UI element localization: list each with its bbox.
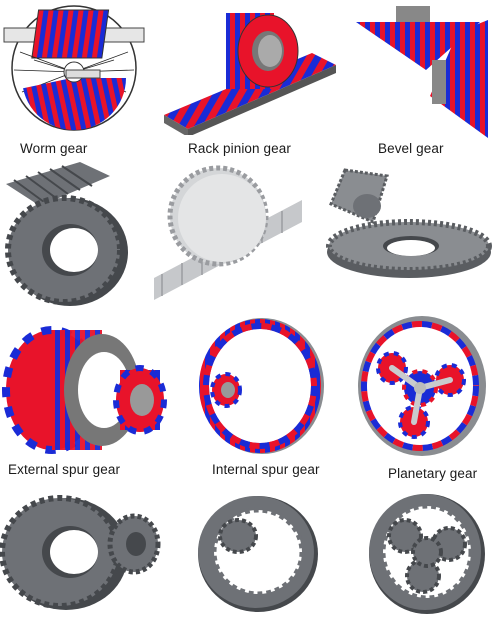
bevel-gear-label: Bevel gear bbox=[378, 141, 444, 156]
rack-pinion-schematic-drawing bbox=[164, 13, 336, 135]
internal-spur-render-drawing bbox=[198, 496, 318, 612]
bevel-gear-schematic bbox=[350, 0, 493, 140]
bevel-gear-schematic-drawing bbox=[356, 6, 488, 138]
planetary-render-drawing bbox=[369, 494, 485, 614]
rack-pinion-render-drawing bbox=[154, 165, 302, 300]
worm-gear-label: Worm gear bbox=[20, 141, 88, 156]
external-spur-schematic bbox=[0, 320, 170, 455]
internal-spur-render bbox=[188, 488, 328, 618]
internal-spur-gear-label: Internal spur gear bbox=[212, 462, 320, 477]
external-spur-render bbox=[0, 482, 170, 617]
rack-pinion-gear-label: Rack pinion gear bbox=[188, 141, 291, 156]
external-spur-schematic-drawing bbox=[2, 326, 167, 454]
worm-gear-render bbox=[0, 160, 150, 310]
external-spur-gear-label: External spur gear bbox=[8, 462, 121, 477]
planetary-gear-label: Planetary gear bbox=[388, 466, 478, 481]
internal-spur-schematic-drawing bbox=[199, 318, 324, 454]
rack-pinion-schematic bbox=[160, 5, 340, 135]
worm-gear-schematic-drawing bbox=[3, 5, 145, 131]
worm-gear-render-drawing bbox=[5, 162, 128, 306]
worm-gear-schematic bbox=[0, 0, 150, 140]
bevel-gear-render bbox=[315, 160, 493, 310]
planetary-schematic-drawing bbox=[358, 316, 486, 456]
planetary-render bbox=[365, 488, 493, 618]
internal-spur-schematic bbox=[190, 312, 330, 457]
planetary-schematic bbox=[350, 312, 493, 457]
bevel-gear-render-drawing bbox=[326, 168, 492, 278]
external-spur-render-drawing bbox=[0, 495, 161, 610]
rack-pinion-render bbox=[152, 160, 312, 310]
